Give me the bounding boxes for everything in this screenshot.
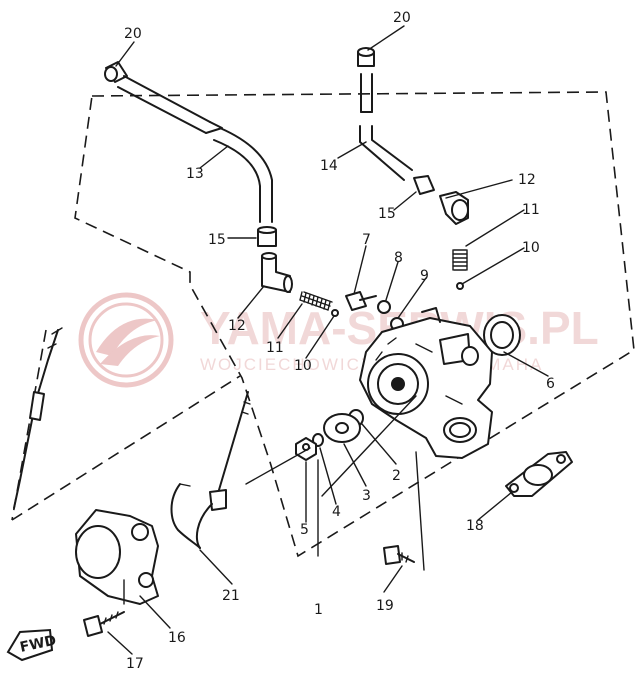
callout-3: 3: [362, 488, 371, 504]
callout-15-left: 15: [208, 232, 226, 248]
assembly-boundary-cable: [11, 375, 241, 521]
callout-21: 21: [222, 588, 240, 604]
cap-20-left: [104, 61, 128, 83]
clamp-15-left: [257, 226, 277, 247]
clamp-15-right: [413, 175, 435, 195]
callout-4: 4: [332, 504, 341, 520]
callout-19: 19: [376, 598, 394, 614]
hose-13: [117, 75, 273, 223]
fwd-label: FWD: [19, 633, 58, 656]
callout-11-right: 11: [522, 202, 540, 218]
elbow-fitting-12-right: [439, 191, 469, 225]
bolt-17: [83, 611, 125, 637]
callout-16: 16: [168, 630, 186, 646]
washer-8: [377, 300, 391, 314]
callout-7: 7: [362, 232, 371, 248]
callout-15-right: 15: [378, 206, 396, 222]
leader-lines: [107, 25, 549, 655]
callout-10-left: 10: [294, 358, 312, 374]
check-ball-10-right: [456, 282, 464, 290]
bolt-7: [345, 291, 377, 311]
callout-12-right: 12: [518, 172, 536, 188]
callout-13: 13: [186, 166, 204, 182]
callout-6: 6: [546, 376, 555, 392]
callout-1: 1: [314, 602, 323, 618]
cap-20-right: [357, 47, 375, 67]
callout-20-left: 20: [124, 26, 142, 42]
elbow-fitting-12-left: [261, 252, 293, 293]
callout-8: 8: [394, 250, 403, 266]
spring-11-left: [299, 291, 333, 311]
spring-11-right: [452, 249, 468, 271]
hose-14: [359, 73, 413, 181]
callout-10-right: 10: [522, 240, 540, 256]
callout-20-right: 20: [393, 10, 411, 26]
callout-12-left: 12: [228, 318, 246, 334]
pulley-3: [323, 413, 361, 443]
callout-14: 14: [320, 158, 338, 174]
fwd-arrow-icon: FWD: [6, 628, 58, 662]
oil-pump-body-1: [359, 307, 493, 459]
check-ball-10-left: [331, 309, 339, 317]
gasket-18: [505, 451, 573, 497]
callout-5: 5: [300, 522, 309, 538]
callout-labels: 20 20 13 14 15 15 12 12 11 10 11 10 7 8 …: [124, 10, 555, 672]
bolt-19: [383, 545, 415, 565]
watermark-logo-icon: [78, 292, 174, 388]
pump-cover-16: [75, 509, 159, 605]
oil-seal-6: [483, 314, 521, 356]
callout-9: 9: [420, 268, 429, 284]
cable-21: [170, 391, 251, 549]
callout-17: 17: [126, 656, 144, 672]
throttle-cable: [13, 327, 63, 509]
callout-2: 2: [392, 468, 401, 484]
watermark: YAMA-SERWIS.PL WOJCIECHOWICZ CZĘŚCI YAMA…: [78, 292, 599, 388]
callout-11-left: 11: [266, 340, 284, 356]
callout-18: 18: [466, 518, 484, 534]
nut-5: [295, 437, 317, 461]
